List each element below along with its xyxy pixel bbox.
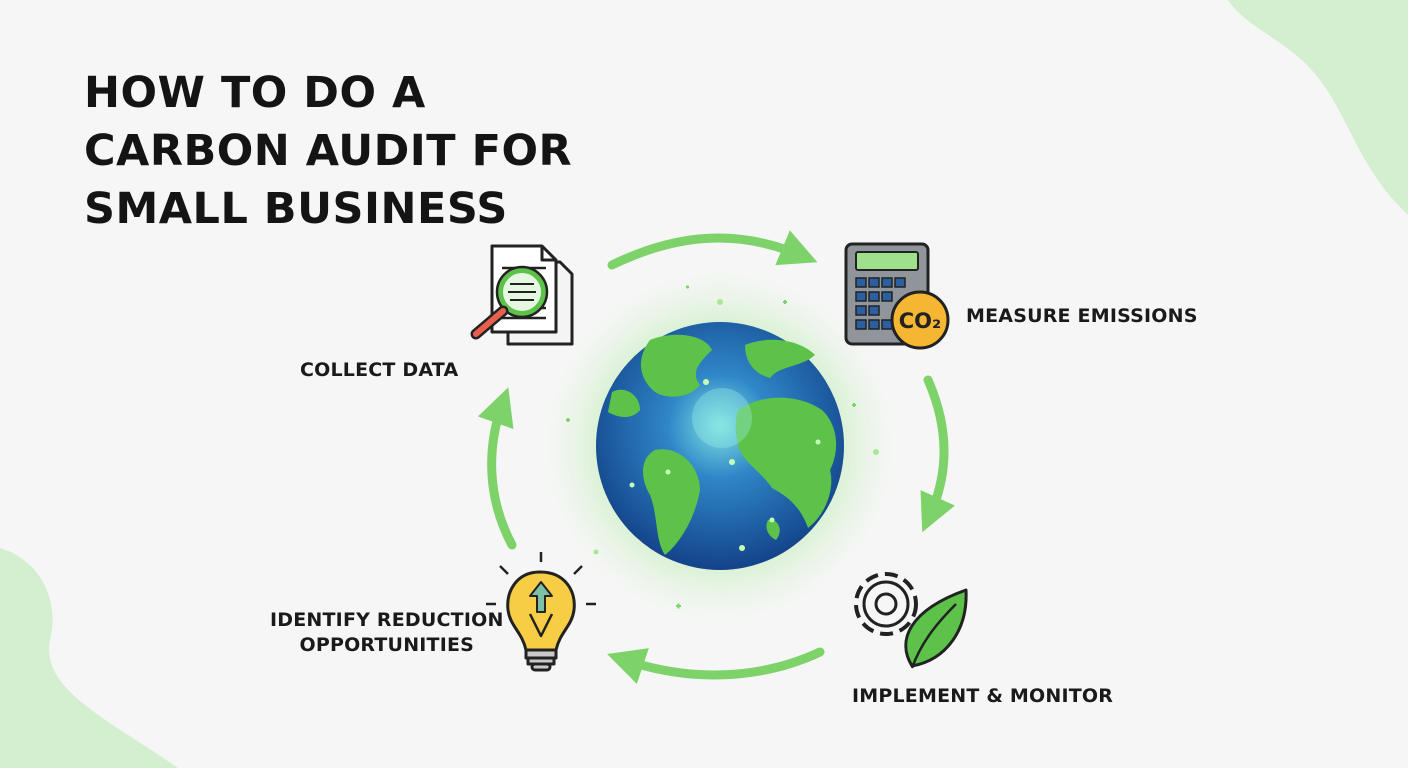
document-magnifier-icon bbox=[470, 244, 574, 346]
step-label-implement: IMPLEMENT & MONITOR bbox=[852, 685, 1114, 707]
blob-bottom-left bbox=[0, 548, 178, 768]
arrow-implement-to-identify bbox=[607, 647, 825, 684]
step-label-measure: MEASURE EMISSIONS bbox=[966, 305, 1198, 327]
blob-top-right bbox=[1228, 0, 1408, 215]
title-line-1: HOW TO DO A bbox=[84, 68, 426, 118]
page-title: HOW TO DO A CARBON AUDIT FOR SMALL BUSIN… bbox=[84, 64, 572, 238]
lightbulb-arrows-icon bbox=[486, 552, 596, 672]
glowing-globe-icon bbox=[545, 271, 895, 621]
calculator-co2-icon: CO₂ bbox=[844, 242, 950, 350]
step-label-identify-line-1: IDENTIFY REDUCTION bbox=[270, 609, 504, 631]
step-label-identify: IDENTIFY REDUCTION OPPORTUNITIES bbox=[270, 608, 504, 658]
arrow-collect-to-measure bbox=[607, 230, 818, 270]
title-line-2: CARBON AUDIT FOR bbox=[84, 126, 573, 176]
gear-leaf-icon bbox=[854, 572, 968, 669]
co2-badge-text: CO₂ bbox=[899, 309, 941, 333]
step-label-collect: COLLECT DATA bbox=[300, 359, 459, 381]
step-label-identify-line-2: OPPORTUNITIES bbox=[299, 634, 475, 656]
title-line-3: SMALL BUSINESS bbox=[84, 184, 508, 234]
arrow-identify-to-collect bbox=[477, 387, 517, 550]
arrow-measure-to-implement bbox=[920, 375, 955, 533]
